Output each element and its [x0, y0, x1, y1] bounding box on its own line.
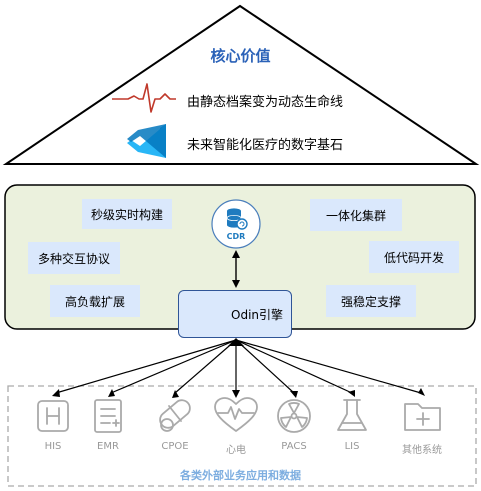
ecg-wave-icon [112, 83, 176, 113]
system-label-ecg: 心电 [226, 445, 246, 456]
feature-realtime-build: 秒级实时构建 [82, 199, 172, 229]
feature-high-load-scaling: 高负载扩展 [50, 285, 140, 317]
system-label-pacs: PACS [281, 441, 307, 452]
core-value-text-1: 由静态档案变为动态生命线 [187, 95, 344, 110]
heart-ecg-icon [214, 397, 258, 432]
cdr-icon [211, 199, 261, 249]
system-label-cpoe: CPOE [161, 441, 189, 452]
external-systems-frame [7, 385, 477, 487]
odin-engine-box: Odin引擎 [178, 290, 292, 338]
cdr-engine-connector [232, 250, 240, 288]
vscode-logo-icon [127, 124, 166, 158]
feature-interaction-protocols: 多种交互协议 [28, 242, 120, 274]
medical-folder-icon [404, 403, 441, 431]
core-value-text-2: 未来智能化医疗的数字基石 [187, 138, 344, 153]
flask-icon [337, 399, 367, 431]
system-label-other: 其他系统 [402, 445, 442, 456]
medical-record-icon [94, 399, 122, 433]
hospital-icon [37, 400, 69, 432]
feature-low-code: 低代码开发 [369, 241, 459, 273]
core-value-triangle [2, 4, 480, 165]
feature-integrated-cluster: 一体化集群 [310, 199, 402, 231]
engine-system-connectors [52, 338, 425, 398]
cdr-label: CDR [226, 232, 246, 241]
system-label-his: HIS [44, 441, 62, 452]
external-systems-footer: 各类外部业务应用和数据 [180, 469, 301, 482]
feature-stable-support: 强稳定支撑 [326, 285, 416, 317]
core-value-title: 核心价值 [210, 47, 271, 65]
odin-engine-label: Odin引擎 [231, 308, 284, 322]
radiation-icon [277, 399, 311, 433]
system-label-lis: LIS [344, 441, 360, 452]
system-label-emr: EMR [97, 441, 119, 452]
pill-icon [159, 399, 191, 432]
